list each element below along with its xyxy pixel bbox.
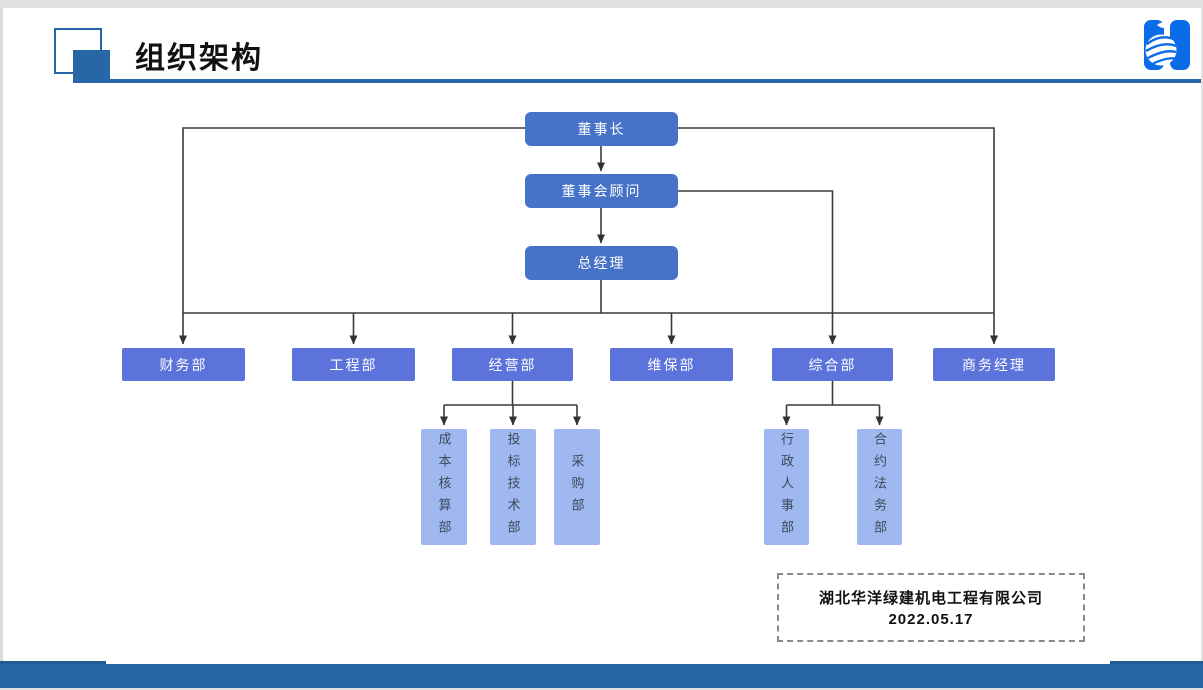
company-logo-icon	[1144, 20, 1190, 70]
org-node-admin-hr-dept: 行政人事部	[764, 429, 809, 545]
page-title: 组织架构	[135, 42, 263, 75]
note-date: 2022.05.17	[888, 611, 974, 628]
footer-bar	[0, 664, 1203, 688]
org-node-general-manager: 总经理	[525, 246, 678, 280]
org-node-finance-dept: 财务部	[122, 348, 245, 381]
org-node-engineering-dept: 工程部	[292, 348, 415, 381]
company-name: 湖北华洋绿建机电工程有限公司	[818, 590, 1043, 607]
left-edge-strip	[0, 8, 3, 664]
org-node-bidding-technology-dept: 投标技术部	[490, 429, 536, 545]
bottom-edge-strip	[0, 688, 1203, 690]
org-node-business-manager: 商务经理	[933, 348, 1055, 381]
right-edge-strip	[1201, 8, 1203, 664]
org-node-procurement-dept: 采购部	[554, 429, 600, 545]
org-node-maintenance-dept: 维保部	[610, 348, 733, 381]
org-node-contract-legal-dept: 合约法务部	[857, 429, 902, 545]
org-node-board-advisor: 董事会顾问	[525, 174, 678, 208]
title-decoration-filled-square	[73, 50, 110, 83]
org-node-general-affairs-dept: 综合部	[772, 348, 893, 381]
company-note-box: 湖北华洋绿建机电工程有限公司 2022.05.17	[777, 573, 1085, 642]
org-node-operations-dept: 经营部	[452, 348, 573, 381]
org-node-chairman: 董事长	[525, 112, 678, 146]
top-edge-strip	[0, 0, 1203, 8]
title-underline	[110, 79, 1201, 83]
org-node-cost-accounting-dept: 成本核算部	[421, 429, 467, 545]
